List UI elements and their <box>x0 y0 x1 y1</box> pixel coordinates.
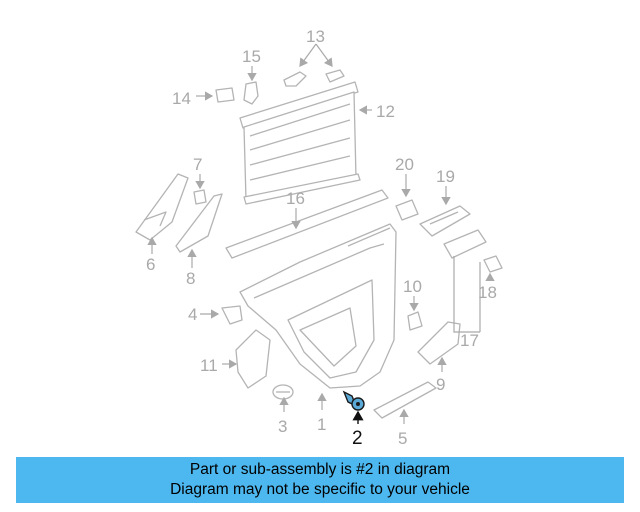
callout-9: 9 <box>436 375 445 394</box>
part-15-bracket <box>243 81 259 105</box>
part-11-speaker-cover <box>235 329 271 389</box>
callout-2[interactable]: 2 <box>352 428 363 449</box>
part-13-hooks <box>283 69 345 87</box>
banner-line-2: Diagram may not be specific to your vehi… <box>170 481 470 498</box>
callout-13: 13 <box>306 27 325 46</box>
callout-18: 18 <box>478 283 497 302</box>
callout-5: 5 <box>398 429 407 448</box>
part-1-door-panel <box>239 223 397 389</box>
part-10-clip <box>407 311 423 331</box>
part-12-sunshade <box>239 81 361 205</box>
part-4-bracket <box>221 305 243 325</box>
banner-line-1: Part or sub-assembly is #2 in diagram <box>189 461 451 478</box>
callout-7: 7 <box>193 155 202 174</box>
callout-1: 1 <box>317 415 326 434</box>
part-18-fastener <box>483 255 503 273</box>
leader-lines <box>147 43 495 424</box>
part-20-switch <box>395 199 419 221</box>
callout-11: 11 <box>200 356 218 375</box>
callout-16: 16 <box>286 189 305 208</box>
parts-diagram: 13 15 14 12 20 19 7 16 6 8 4 10 18 17 11… <box>135 27 503 449</box>
info-banner: Part or sub-assembly is #2 in diagram Di… <box>16 457 624 503</box>
callout-12: 12 <box>376 102 395 121</box>
callout-14: 14 <box>172 89 191 108</box>
callout-4: 4 <box>188 305 197 324</box>
part-5-strip <box>373 381 437 419</box>
part-14-clip <box>215 87 235 103</box>
part-8-trim <box>175 193 223 253</box>
part-19-bezel <box>419 205 471 237</box>
callout-15: 15 <box>242 47 261 66</box>
callout-20: 20 <box>395 155 414 174</box>
part-6-handle <box>135 173 189 241</box>
callout-numbers: 13 15 14 12 20 19 7 16 6 8 4 10 18 17 11… <box>146 27 497 449</box>
callout-3: 3 <box>278 417 287 436</box>
part-3-grille <box>272 384 294 400</box>
callout-6: 6 <box>146 255 155 274</box>
callout-19: 19 <box>436 167 455 186</box>
part-7-clip <box>193 189 207 205</box>
part-2-screw[interactable] <box>342 390 365 411</box>
part-16-weatherstrip <box>225 189 389 259</box>
callout-8: 8 <box>186 269 195 288</box>
callout-10: 10 <box>403 277 422 296</box>
part-17-handle-assembly <box>417 229 487 365</box>
callout-17: 17 <box>460 331 479 350</box>
